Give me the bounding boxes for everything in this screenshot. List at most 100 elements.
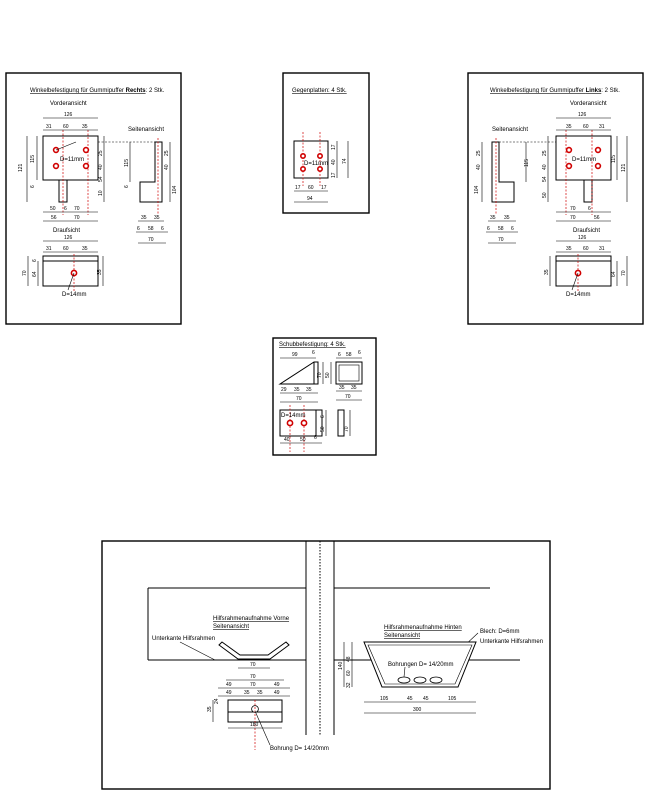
dim-label: 126 xyxy=(578,112,587,118)
hole xyxy=(565,146,573,154)
dim-label: 45 xyxy=(407,696,413,702)
front-mount-title: Hilfsrahmenaufnahme Vorne xyxy=(213,616,290,622)
dim-label: 35 xyxy=(244,690,250,696)
front-view-label: Vorderansicht xyxy=(570,101,607,107)
dim-label: 70 xyxy=(570,215,576,221)
dim-label: 6 xyxy=(312,350,315,356)
dim-label: 99 xyxy=(292,352,298,358)
hole-label: D=11mm xyxy=(60,157,84,163)
dim-label: 50 xyxy=(300,437,306,443)
dim-label: 31 xyxy=(46,246,52,252)
dim-label: 45 xyxy=(423,696,429,702)
dim-label: 115 xyxy=(30,155,36,163)
dim-label: 40 xyxy=(542,164,548,170)
dim-label: 40 xyxy=(98,164,104,170)
slot-hole xyxy=(413,676,427,684)
dim-label: 17 xyxy=(331,172,337,178)
dim-label: 74 xyxy=(342,158,348,164)
dim-label: 6 xyxy=(338,352,341,358)
dim-label: 70 xyxy=(296,396,302,402)
bracket-rib xyxy=(583,179,593,203)
dim-label: 35 xyxy=(97,269,103,275)
dim-label: 140 xyxy=(338,661,344,670)
dim-label: 60 xyxy=(583,246,589,252)
panel-counter-plate: Gegenplatten: 4 Stk. D=11mm 17 40 17 74 … xyxy=(282,72,370,214)
top-view-label: Draufsicht xyxy=(573,228,600,234)
dim-label: 35 xyxy=(566,124,572,130)
dim-label: 6 xyxy=(511,226,514,232)
hole-label: D=14mm xyxy=(62,292,87,298)
dim-label: 56 xyxy=(51,215,57,221)
panel-right-bracket: Winkelbefestigung für Gummipuffer Rechts… xyxy=(5,72,182,325)
dim-label: 50 xyxy=(325,372,331,378)
dim-label: 35 xyxy=(154,215,160,221)
dim-label: 35 xyxy=(257,690,263,696)
dim-label: 6 xyxy=(358,350,361,356)
dim-label: 60 xyxy=(346,670,352,676)
dim-label: 121 xyxy=(621,163,627,172)
dim-label: 58 xyxy=(346,352,352,358)
dim-label: 70 xyxy=(498,237,504,243)
push-mount-edge xyxy=(337,409,345,437)
dim-label: 17 xyxy=(331,144,337,150)
dim-label: 35 xyxy=(82,246,88,252)
hole xyxy=(316,153,323,160)
slot-hole xyxy=(429,676,443,684)
dim-label: 180 xyxy=(250,722,259,728)
dim-label: 25 xyxy=(98,150,104,156)
panel-title: Gegenplatten: 4 Stk. xyxy=(292,88,347,94)
dim-label: 121 xyxy=(18,163,24,172)
dim-label: 126 xyxy=(64,235,73,241)
dim-label: 70 xyxy=(250,674,256,680)
hole xyxy=(286,419,294,427)
dim-label: 35 xyxy=(82,124,88,130)
dim-label: 94 xyxy=(307,196,313,202)
dim-label: 17 xyxy=(321,185,327,191)
dim-label: 31 xyxy=(599,246,605,252)
dim-label: 29 xyxy=(281,387,287,393)
hole xyxy=(316,166,323,173)
rear-mount-title: Hilfsrahmenaufnahme Hinten xyxy=(384,625,462,631)
dim-label: 70 xyxy=(570,206,576,212)
hole xyxy=(299,153,306,160)
hole xyxy=(82,162,90,170)
dim-label: 6 xyxy=(161,226,164,232)
dim-label: 35 xyxy=(294,387,300,393)
dim-label: 6 xyxy=(314,435,317,441)
push-mount-end xyxy=(335,361,363,385)
dim-label: 70 xyxy=(74,215,80,221)
rear-mount-subtitle: Seitenansicht xyxy=(384,633,420,639)
dim-label: 105 xyxy=(380,696,389,702)
dim-label: 24 xyxy=(214,698,220,704)
dim-label: 6 xyxy=(64,206,67,212)
dim-label: 64 xyxy=(32,271,38,277)
dim-label: 31 xyxy=(599,124,605,130)
dim-label: 35 xyxy=(306,387,312,393)
dim-label: 105 xyxy=(448,696,457,702)
hole xyxy=(299,166,306,173)
hole-label: D=11mm xyxy=(572,157,596,163)
panel-frame xyxy=(101,540,551,790)
bracket-front-plate xyxy=(555,135,612,181)
side-view-label: Seitenansicht xyxy=(492,127,528,133)
hole xyxy=(300,419,308,427)
panel-title: Winkelbefestigung für Gummipuffer Links:… xyxy=(490,88,620,94)
dim-label: 54 xyxy=(98,176,104,182)
dim-label: 115 xyxy=(524,159,530,167)
rear-holes-label: Bohrungen D= 14/20mm xyxy=(388,662,454,668)
dim-label: 126 xyxy=(64,112,73,118)
front-view-label: Vorderansicht xyxy=(50,101,87,107)
hole xyxy=(594,146,602,154)
dim-label: 54 xyxy=(542,176,548,182)
dim-label: 6 xyxy=(30,185,36,188)
dim-label: 48 xyxy=(346,656,352,662)
dim-label: 58 xyxy=(498,226,504,232)
dim-label: 35 xyxy=(141,215,147,221)
dim-label: 40 xyxy=(164,164,170,170)
front-v-bracket xyxy=(218,641,290,660)
counter-plate xyxy=(293,140,329,179)
dim-label: 40 xyxy=(284,437,290,443)
dim-label: 49 xyxy=(226,682,232,688)
dim-label: 60 xyxy=(583,124,589,130)
hole-label: D=11mm xyxy=(304,161,328,167)
